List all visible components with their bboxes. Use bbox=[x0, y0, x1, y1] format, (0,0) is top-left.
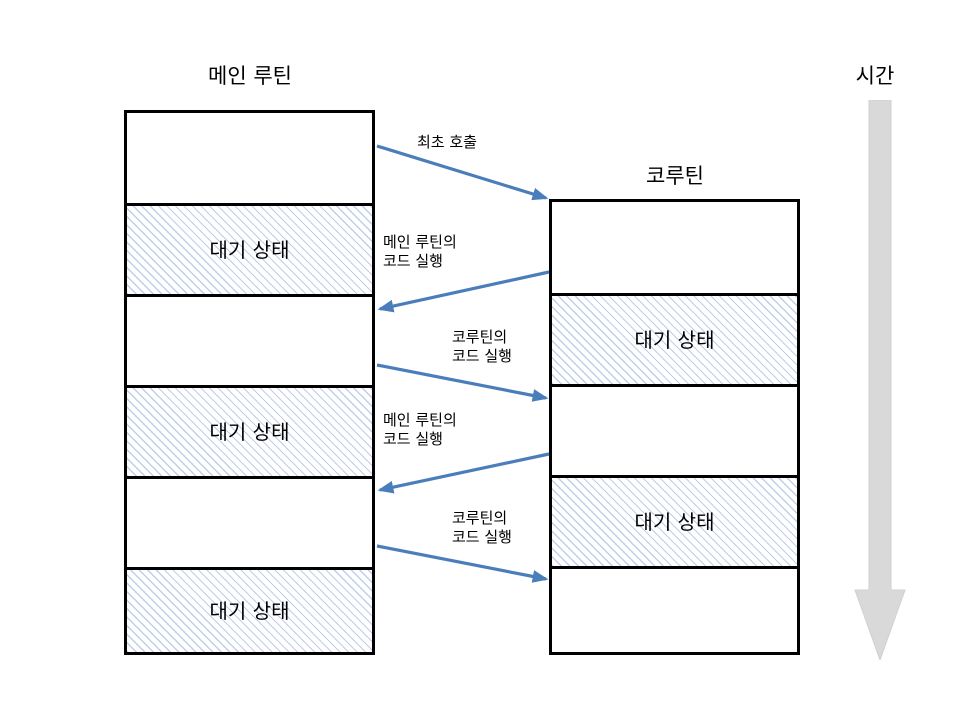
arrow-label-coroutine-execution-2: 코루틴의 코드 실행 bbox=[452, 509, 512, 547]
coroutine-lifeline: 대기 상태 대기 상태 bbox=[549, 199, 800, 655]
main-routine-segment-running-2 bbox=[127, 294, 372, 385]
main-routine-segment-waiting-2: 대기 상태 bbox=[127, 385, 372, 476]
arrow-resume-coroutine-1 bbox=[376, 363, 549, 402]
main-routine-segment-running-3 bbox=[127, 476, 372, 567]
arrow-label-main-execution-2: 메인 루틴의 코드 실행 bbox=[383, 411, 457, 449]
coroutine-segment-waiting-2: 대기 상태 bbox=[552, 475, 797, 566]
coroutine-title: 코루틴 bbox=[646, 164, 704, 188]
segment-label: 대기 상태 bbox=[634, 328, 715, 352]
segment-label: 대기 상태 bbox=[209, 238, 290, 262]
coroutine-segment-running-2 bbox=[552, 384, 797, 475]
arrow-resume-coroutine-2 bbox=[376, 544, 549, 583]
arrow-label-initial-call: 최초 호출 bbox=[417, 133, 477, 151]
coroutine-segment-running-1 bbox=[552, 202, 797, 293]
main-routine-segment-waiting-3: 대기 상태 bbox=[127, 567, 372, 652]
arrow-resume-main-1 bbox=[377, 270, 550, 313]
segment-label: 대기 상태 bbox=[209, 420, 290, 444]
main-routine-title: 메인 루틴 bbox=[208, 64, 292, 88]
time-axis-arrow-icon bbox=[854, 100, 906, 660]
arrow-label-main-execution-1: 메인 루틴의 코드 실행 bbox=[383, 233, 457, 271]
coroutine-segment-waiting-1: 대기 상태 bbox=[552, 293, 797, 384]
arrow-initial-call bbox=[376, 144, 549, 201]
main-routine-segment-waiting-1: 대기 상태 bbox=[127, 203, 372, 294]
segment-label: 대기 상태 bbox=[209, 599, 290, 623]
arrow-label-coroutine-execution-1: 코루틴의 코드 실행 bbox=[452, 328, 512, 366]
segment-label: 대기 상태 bbox=[634, 510, 715, 534]
arrow-resume-main-2 bbox=[377, 452, 550, 494]
coroutine-segment-running-3 bbox=[552, 566, 797, 652]
main-routine-segment-running-1 bbox=[127, 113, 372, 203]
time-axis-title: 시간 bbox=[855, 64, 895, 88]
main-routine-lifeline: 대기 상태 대기 상태 대기 상태 bbox=[124, 110, 375, 655]
